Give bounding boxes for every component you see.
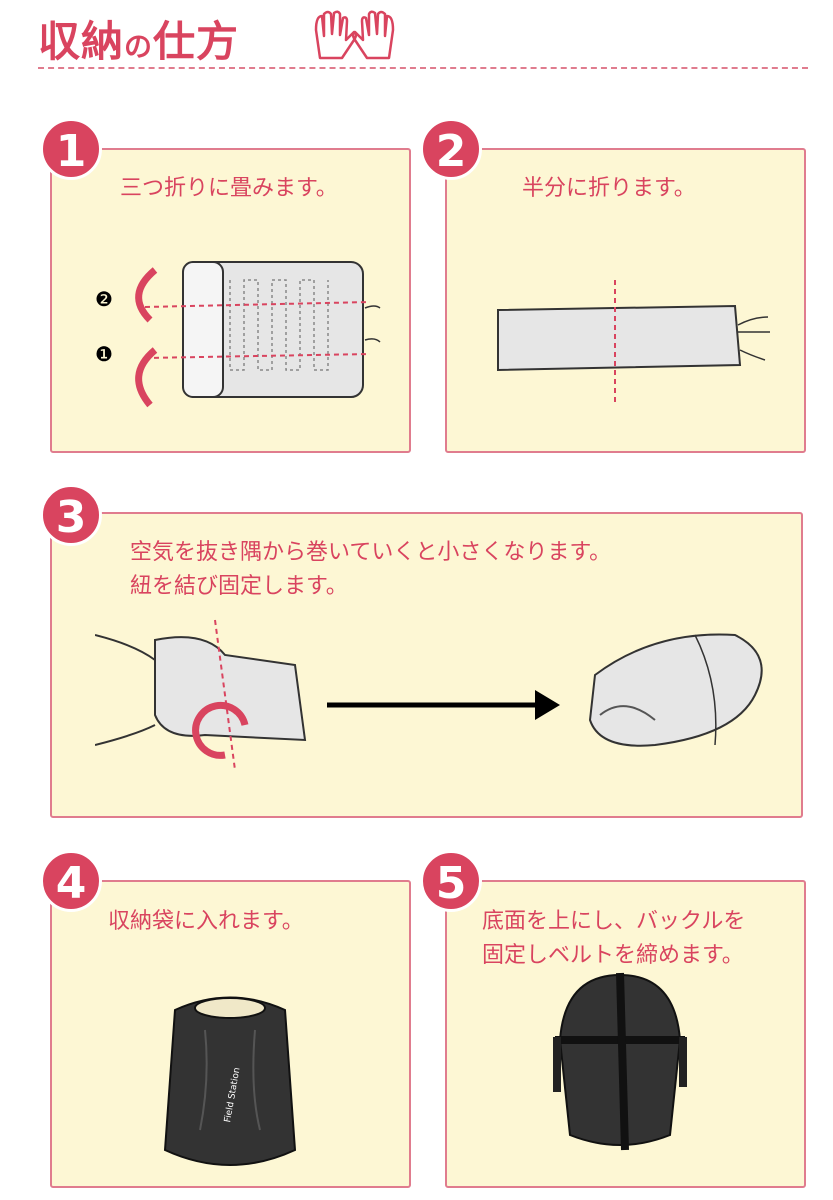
step-4-caption: 収納袋に入れます。 [108,909,304,934]
step-2-panel [445,148,806,453]
folded-strip-illustration [497,280,770,405]
step-5-number: 5 [420,850,482,912]
trifold-sleeping-bag-illustration [135,261,381,408]
step-2-number: 2 [420,118,482,180]
step-4-number: 4 [40,850,102,912]
dotted-divider [38,67,808,69]
step-1-caption: 三つ折りに畳みます。 [120,176,338,201]
step-5-caption-line-1: 底面を上にし、バックルを [482,909,746,934]
step-2-caption: 半分に折ります。 [522,176,696,201]
title-particle: の [124,30,154,63]
rolling-illustration [95,619,763,771]
hands-icon [314,10,395,60]
step-3-number: 3 [40,484,102,546]
stuff-sack-illustration [163,996,297,1166]
compressed-sack-illustration [553,972,687,1151]
step-3-caption-line-1: 空気を抜き隅から巻いていくと小さくなります。 [130,540,612,565]
step-1-number: 1 [40,118,102,180]
page-title: 収納の仕方 [38,8,239,69]
step-5-caption-line-2: 固定しベルトを締めます。 [482,943,744,968]
fold-marker-2: ❷ [95,287,113,311]
title-text: 仕方 [153,17,240,66]
fold-marker-1: ❶ [95,342,113,366]
step-3-caption-line-2: 紐を結び固定します。 [130,574,348,599]
title-text: 収納 [38,17,125,66]
